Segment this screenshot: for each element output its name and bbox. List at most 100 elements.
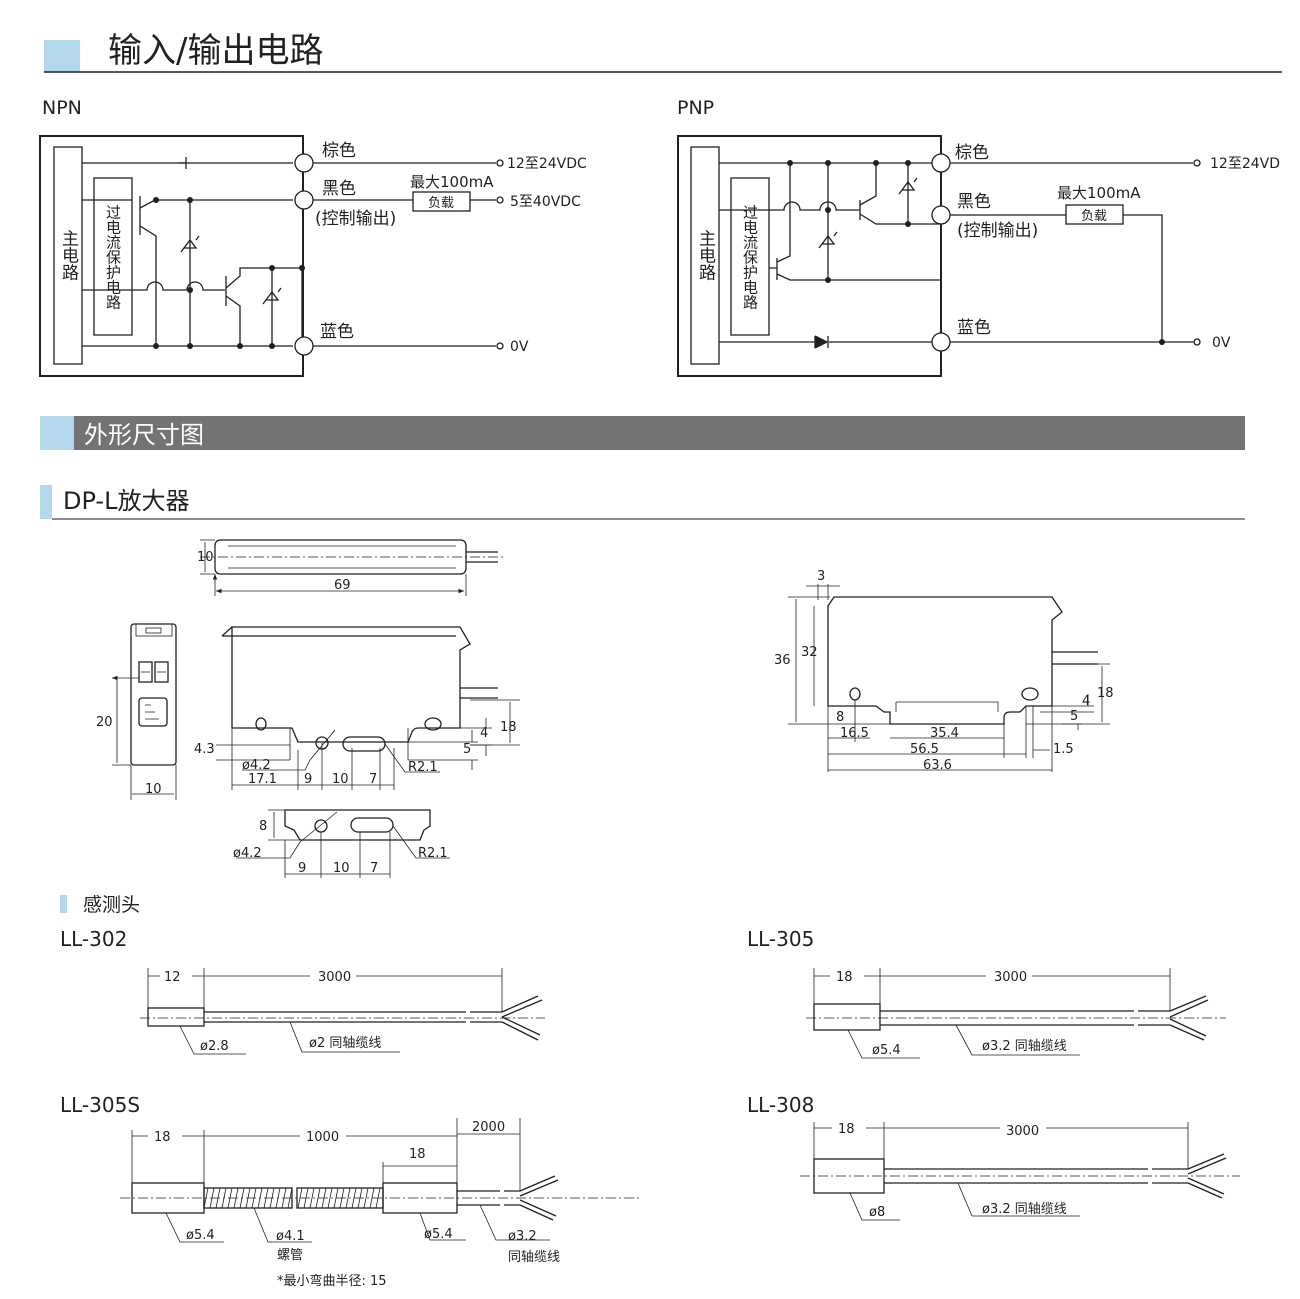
npn-max-current: 最大100mA bbox=[410, 173, 494, 191]
pnp-load-box bbox=[1065, 204, 1124, 225]
pnp-protect-block bbox=[730, 177, 770, 336]
npn-circuit: NPN 主电路 过电流保护电路 负载 最大100mA bbox=[39, 97, 587, 377]
sensor-section: 感测头 LL-302 12 3000 ø2.8 ø2 同轴缆线 LL-305 bbox=[60, 894, 1240, 1289]
ll305s-note: *最小弯曲半径: 15 bbox=[277, 1273, 387, 1289]
amp-dim-side-10: 10 bbox=[145, 782, 162, 797]
pnp-max-current: 最大100mA bbox=[1057, 184, 1141, 202]
ll308-dia: ø8 bbox=[869, 1205, 885, 1220]
amp-title: DP-L放大器 bbox=[63, 487, 189, 515]
right-dim-32: 32 bbox=[801, 645, 818, 660]
pnp-main-block bbox=[690, 146, 720, 365]
amp-dim-18: 18 bbox=[500, 720, 517, 735]
sensor-title: 感测头 bbox=[83, 894, 140, 916]
npn-protect-label: 过电流保护电路 bbox=[104, 205, 122, 310]
amp-bracket-view: 8 9 10 7 ø4.2 R2.1 bbox=[233, 809, 450, 878]
npn-brown-label: 棕色 bbox=[322, 141, 356, 161]
amp-dim-r2.1: R2.1 bbox=[408, 760, 438, 775]
bracket-dim-dia4.2: ø4.2 bbox=[233, 846, 262, 861]
npn-terminal-brown bbox=[294, 153, 314, 173]
npn-terminal-blue bbox=[294, 336, 314, 356]
npn-v-zero: 0V bbox=[510, 339, 529, 355]
bracket-dim-7: 7 bbox=[370, 861, 378, 876]
banner-title: 外形尺寸图 bbox=[84, 421, 204, 449]
npn-v-load: 5至40VDC bbox=[510, 194, 581, 210]
ll302-dia: ø2.8 bbox=[200, 1039, 229, 1054]
amp-dim-69: 69 bbox=[334, 578, 351, 593]
ll305s-cable: 同轴缆线 bbox=[508, 1249, 560, 1265]
sensor-ll305s: LL-305S 18 1000 18 2000 ø5.4 ø4.1 螺管 ø5.… bbox=[60, 1093, 640, 1289]
amp-dim-dia4.2: ø4.2 bbox=[242, 758, 271, 773]
page-header: 输入/输出电路 bbox=[44, 31, 1282, 73]
pnp-brown-label: 棕色 bbox=[955, 143, 989, 163]
npn-protect-block bbox=[93, 177, 133, 336]
pnp-v-supply: 12至24VD bbox=[1210, 156, 1280, 172]
pnp-v-zero: 0V bbox=[1212, 335, 1231, 351]
npn-load-box bbox=[412, 191, 471, 212]
ll305-dim-3000: 3000 bbox=[994, 970, 1027, 985]
npn-title: NPN bbox=[42, 97, 82, 119]
ll305s-dim-18: 18 bbox=[154, 1130, 171, 1145]
ll302-cable: ø2 同轴缆线 bbox=[309, 1035, 381, 1051]
ll308-name: LL-308 bbox=[747, 1093, 814, 1117]
right-dim-3: 3 bbox=[817, 569, 825, 584]
ll305s-dim-1000: 1000 bbox=[306, 1130, 339, 1145]
pnp-housing bbox=[677, 135, 942, 377]
bracket-dim-9: 9 bbox=[298, 861, 306, 876]
npn-main-block bbox=[53, 146, 83, 365]
ll305-dim-18: 18 bbox=[836, 970, 853, 985]
right-dim-8: 8 bbox=[836, 710, 844, 725]
npn-black-label: 黑色 bbox=[322, 179, 356, 199]
pnp-load-label: 负载 bbox=[1081, 209, 1107, 224]
sensor-accent bbox=[60, 895, 67, 913]
pnp-title: PNP bbox=[677, 97, 714, 119]
npn-main-label: 主电路 bbox=[58, 229, 79, 280]
ll305s-tube: 螺管 bbox=[277, 1248, 303, 1263]
npn-housing bbox=[39, 135, 304, 377]
npn-terminal-black bbox=[294, 190, 314, 210]
right-dim-4: 4 bbox=[1082, 694, 1090, 709]
ll305-name: LL-305 bbox=[747, 927, 814, 951]
banner-accent bbox=[40, 416, 74, 450]
right-dim-56.5: 56.5 bbox=[910, 742, 939, 757]
amp-dim-9: 9 bbox=[304, 772, 312, 787]
amp-section: DP-L放大器 10 69 20 10 bbox=[40, 485, 1245, 878]
right-dim-5: 5 bbox=[1070, 709, 1078, 724]
ll305s-dia3: ø5.4 bbox=[424, 1227, 453, 1242]
bracket-dim-r2.1: R2.1 bbox=[418, 846, 448, 861]
amp-front-view: 4.3 18 4 5 17.1 9 10 7 ø4.2 R2.1 bbox=[194, 626, 520, 790]
ll302-dim-3000: 3000 bbox=[318, 970, 351, 985]
right-dim-1.5: 1.5 bbox=[1053, 742, 1074, 757]
pnp-control-label: (控制输出) bbox=[957, 221, 1038, 241]
ll308-cable: ø3.2 同轴缆线 bbox=[982, 1201, 1067, 1217]
sensor-ll308: LL-308 18 3000 ø8 ø3.2 同轴缆线 bbox=[747, 1093, 1240, 1221]
ll305s-dia2: ø4.1 bbox=[276, 1229, 305, 1244]
ll302-dim-12: 12 bbox=[164, 970, 181, 985]
amp-dim-17.1: 17.1 bbox=[248, 772, 277, 787]
amp-dim-4: 4 bbox=[480, 726, 488, 741]
npn-load-label: 负载 bbox=[428, 196, 454, 211]
dimension-banner: 外形尺寸图 bbox=[40, 416, 1245, 450]
amp-dim-5: 5 bbox=[463, 742, 471, 757]
npn-control-label: (控制输出) bbox=[315, 209, 396, 229]
header-accent bbox=[44, 40, 80, 72]
amp-top-view: 10 69 bbox=[197, 539, 506, 596]
pnp-terminal-brown bbox=[931, 153, 951, 173]
amp-dim-7: 7 bbox=[369, 772, 377, 787]
pnp-black-label: 黑色 bbox=[957, 192, 991, 212]
amp-dim-4.3: 4.3 bbox=[194, 742, 215, 757]
banner-bar bbox=[74, 416, 1245, 450]
ll305-cable: ø3.2 同轴缆线 bbox=[982, 1038, 1067, 1054]
right-dim-16.5: 16.5 bbox=[840, 726, 869, 741]
npn-v-supply: 12至24VDC bbox=[507, 156, 587, 172]
pnp-circuit: PNP 主电路 过电流保护电路 负载 最大100mA 棕色 黑色 (控制输出) bbox=[677, 97, 1280, 377]
ll305s-name: LL-305S bbox=[60, 1093, 140, 1117]
bracket-dim-10: 10 bbox=[333, 861, 350, 876]
pnp-blue-label: 蓝色 bbox=[957, 318, 991, 338]
ll308-dim-18: 18 bbox=[838, 1122, 855, 1137]
amp-accent bbox=[40, 485, 52, 519]
sensor-ll302: LL-302 12 3000 ø2.8 ø2 同轴缆线 bbox=[60, 927, 545, 1055]
right-dim-18: 18 bbox=[1097, 686, 1114, 701]
ll302-name: LL-302 bbox=[60, 927, 127, 951]
amp-dim-10: 10 bbox=[197, 550, 214, 565]
sensor-ll305: LL-305 18 3000 ø5.4 ø3.2 同轴缆线 bbox=[747, 927, 1226, 1059]
